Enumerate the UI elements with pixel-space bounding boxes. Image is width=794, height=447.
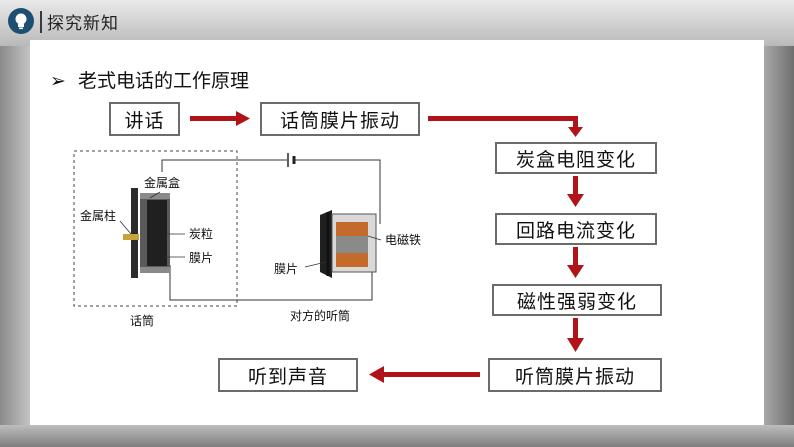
arrow-right-1 [190, 111, 250, 126]
flow-box-speak: 讲话 [109, 102, 180, 136]
section-heading: ➢ 老式电话的工作原理 [50, 66, 249, 93]
lightbulb-icon [8, 8, 34, 34]
label-metal-post: 金属柱 [80, 208, 116, 223]
label-diaphragm-left: 膜片 [189, 251, 213, 265]
arrow-down-2 [567, 247, 584, 278]
flow-box-current: 回路电流变化 [495, 213, 657, 245]
arrow-right-down [428, 116, 583, 137]
receiver-device [320, 210, 377, 278]
flow-box-mic-vibrate: 话筒膜片振动 [260, 102, 420, 136]
decor-frame-bottom [0, 425, 794, 447]
decor-frame-top [0, 0, 794, 46]
label-receiver: 对方的听筒 [290, 308, 350, 323]
microphone-device [123, 188, 170, 278]
microphone-boundary [73, 150, 238, 307]
flow-arrows [190, 111, 584, 383]
decor-frame-right [764, 46, 794, 447]
section-title: 老式电话的工作原理 [77, 70, 249, 92]
label-microphone: 话筒 [130, 313, 154, 328]
circuit-wires [161, 159, 381, 301]
leader-lines [119, 191, 382, 268]
header-title: 探究新知 [47, 14, 119, 34]
flow-box-earpiece-vibrate: 听筒膜片振动 [488, 358, 662, 392]
header-divider [40, 11, 42, 33]
flow-box-hear: 听到声音 [218, 358, 358, 392]
label-metal-box: 金属盒 [144, 175, 180, 190]
label-electromagnet: 电磁铁 [385, 232, 421, 247]
flow-box-carbon: 炭盒电阻变化 [495, 142, 657, 174]
arrow-left-1 [369, 366, 480, 383]
arrow-down-3 [567, 318, 584, 352]
flow-box-magnet: 磁性强弱变化 [492, 284, 662, 316]
decor-frame-left [0, 46, 30, 447]
label-carbon-grains: 炭粒 [189, 226, 213, 241]
arrow-down-1 [567, 176, 584, 207]
bullet-arrow-icon: ➢ [50, 70, 66, 92]
battery-icon [287, 153, 296, 167]
label-diaphragm-right: 膜片 [274, 262, 298, 276]
